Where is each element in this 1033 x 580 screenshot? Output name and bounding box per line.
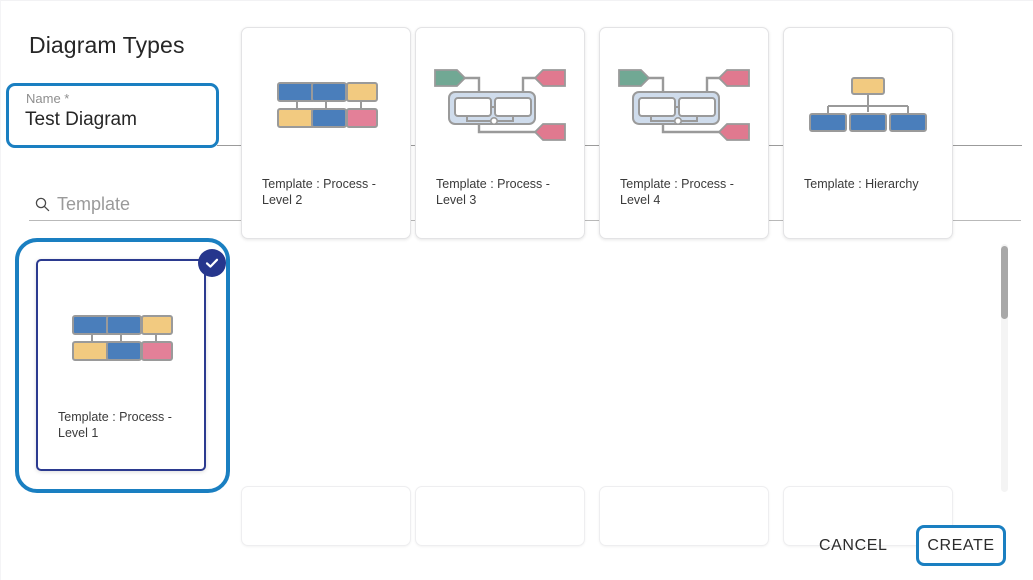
template-card-hierarchy[interactable]: Template : Hierarchy — [783, 27, 953, 239]
create-button[interactable]: CREATE — [916, 525, 1006, 566]
page-title: Diagram Types — [29, 32, 185, 58]
template-card-row2-item[interactable] — [241, 486, 411, 546]
template-card-process-level-3[interactable]: Template : Process - Level 3 — [415, 27, 585, 239]
search-icon — [35, 197, 50, 212]
template-thumbnail-process-flow — [416, 46, 584, 164]
template-thumbnail-process-grid — [38, 279, 204, 397]
template-card-label: Template : Process - Level 4 — [620, 177, 734, 207]
check-circle-icon — [198, 249, 226, 277]
template-thumbnail-process-flow — [600, 46, 768, 164]
create-button-focus-ring — [916, 525, 1006, 566]
gallery-scrollbar-track[interactable] — [1001, 244, 1008, 492]
template-card-process-level-1[interactable]: Template : Process - Level 1 — [36, 259, 206, 471]
template-card-process-level-4[interactable]: Template : Process - Level 4 — [599, 27, 769, 239]
cancel-button[interactable]: CANCEL — [805, 530, 902, 562]
template-thumbnail-process-grid — [242, 46, 410, 164]
template-card-label: Template : Process - Level 1 — [58, 410, 172, 440]
gallery-scrollbar-thumb[interactable] — [1001, 246, 1008, 319]
template-card-row2-item[interactable] — [415, 486, 585, 546]
template-card-label: Template : Process - Level 3 — [436, 177, 550, 207]
template-card-label: Template : Process - Level 2 — [262, 177, 376, 207]
template-card-label: Template : Hierarchy — [804, 177, 919, 191]
name-input[interactable] — [25, 109, 205, 131]
template-thumbnail-hierarchy — [784, 46, 952, 164]
template-card-row2-item[interactable] — [599, 486, 769, 546]
template-card-process-level-2[interactable]: Template : Process - Level 2 — [241, 27, 411, 239]
name-field-label: Name * — [26, 91, 70, 106]
